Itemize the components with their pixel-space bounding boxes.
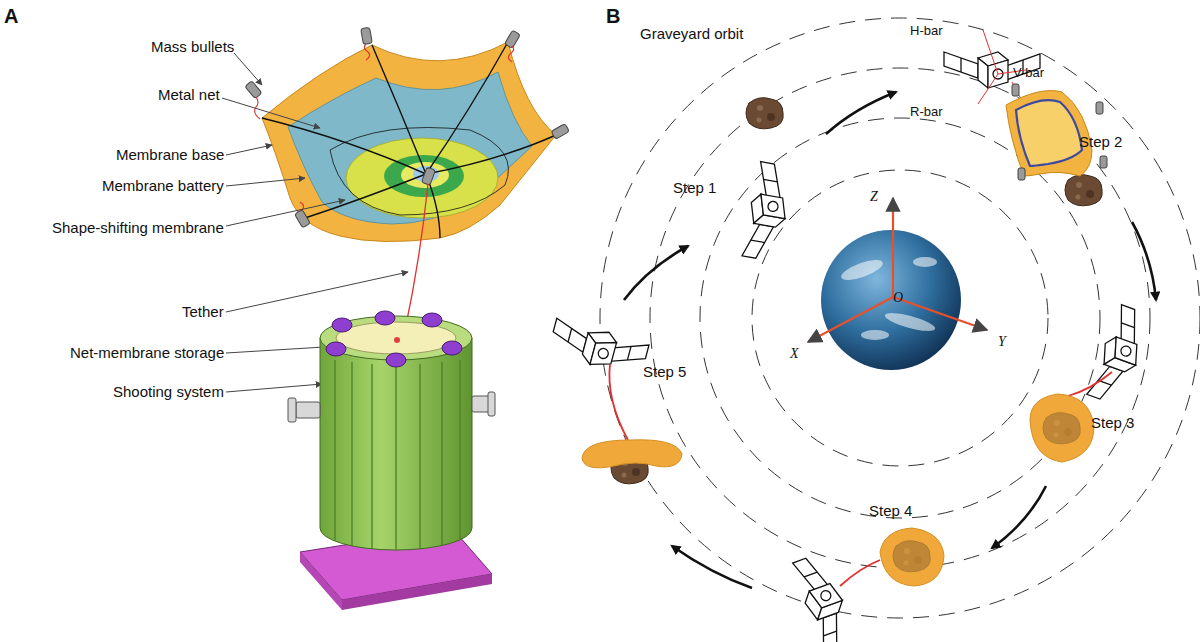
part-label: Graveyard orbit	[640, 26, 743, 43]
part-label: Step 3	[1091, 415, 1134, 432]
panel-letter: A	[4, 5, 18, 27]
part-label: Metal net	[158, 87, 220, 104]
part-label: X	[790, 346, 799, 361]
part-label: Y	[998, 334, 1006, 349]
part-label: H-bar	[910, 24, 943, 38]
part-label: Step 2	[1079, 134, 1122, 151]
part-label: Tether	[182, 304, 224, 321]
part-label: Mass bullets	[151, 39, 234, 56]
part-label: Step 5	[643, 364, 686, 381]
part-label: Net-membrane storage	[70, 345, 224, 362]
part-label: V-bar	[1013, 66, 1044, 80]
panel-letter: B	[606, 5, 620, 27]
part-label: Membrane battery	[102, 178, 224, 195]
part-label: Step 1	[673, 180, 716, 197]
part-label: Shape-shifting membrane	[52, 220, 224, 237]
part-label: Membrane base	[116, 147, 224, 164]
part-label: R-bar	[910, 105, 943, 119]
part-label: Step 4	[869, 503, 912, 520]
part-label: Z	[870, 189, 878, 204]
part-label: Shooting system	[113, 384, 224, 401]
part-label: O	[893, 290, 903, 305]
